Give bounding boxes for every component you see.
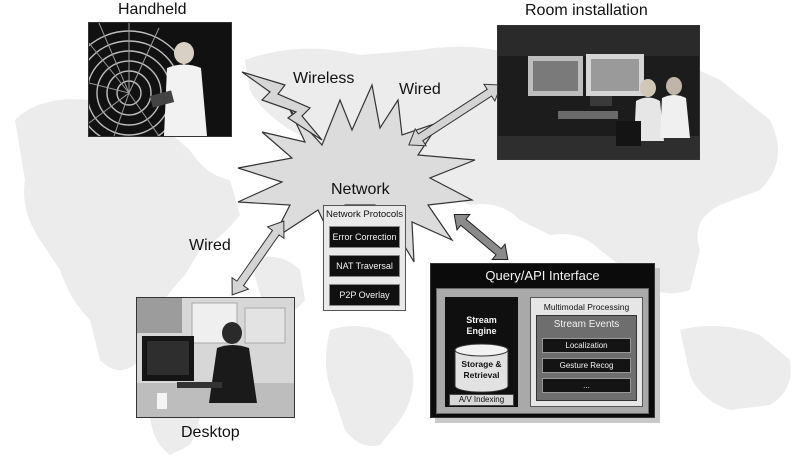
multimodal-processing-title: Multimodal Processing: [543, 302, 630, 312]
localization-item: Localization: [542, 338, 631, 353]
error-correction-item: Error Correction: [329, 226, 400, 248]
query-api-panel: Query/API Interface Stream Engine Storag…: [430, 263, 655, 418]
more-events-item: ...: [542, 378, 631, 393]
handheld-label: Handheld: [118, 1, 187, 18]
gesture-recog-item: Gesture Recog: [542, 358, 631, 373]
wired-arrow-query: [453, 214, 509, 260]
handheld-photo: [88, 22, 232, 137]
wireless-bolt-icon: [241, 71, 323, 141]
stream-events-box: Stream Events Localization Gesture Recog…: [536, 315, 637, 401]
p2p-overlay-item: P2P Overlay: [329, 284, 400, 306]
query-api-title: Query/API Interface: [485, 268, 600, 283]
storage-cylinder: Storage & Retrieval: [454, 343, 509, 393]
network-protocols-title: Network Protocols: [325, 209, 404, 220]
stream-engine-title: Stream Engine: [466, 315, 497, 336]
nat-traversal-item: NAT Traversal: [329, 255, 400, 277]
multimodal-processing-box: Multimodal Processing Stream Events Loca…: [530, 297, 643, 407]
database-cylinder-icon: [454, 343, 509, 393]
room-installation-photo: [497, 25, 700, 160]
query-api-inner: Stream Engine Storage & Retrieval A/V In…: [436, 288, 649, 414]
room-installation-label: Room installation: [525, 2, 648, 19]
wireless-label: Wireless: [293, 70, 355, 87]
wired-arrow-desktop: [231, 220, 285, 296]
storage-retrieval-label: Storage & Retrieval: [461, 359, 502, 380]
network-protocols-box: Network Protocols Error Correction NAT T…: [323, 205, 406, 311]
network-label: Network: [331, 181, 390, 198]
network-starburst: [237, 82, 476, 263]
stream-events-title: Stream Events: [553, 319, 620, 330]
stream-engine-box: Stream Engine Storage & Retrieval A/V In…: [445, 297, 518, 407]
av-indexing-label: A/V Indexing: [449, 394, 514, 406]
desktop-label: Desktop: [181, 424, 240, 441]
wired-label-top: Wired: [399, 81, 441, 98]
desktop-photo: [136, 297, 295, 418]
wired-label-left: Wired: [189, 237, 231, 254]
